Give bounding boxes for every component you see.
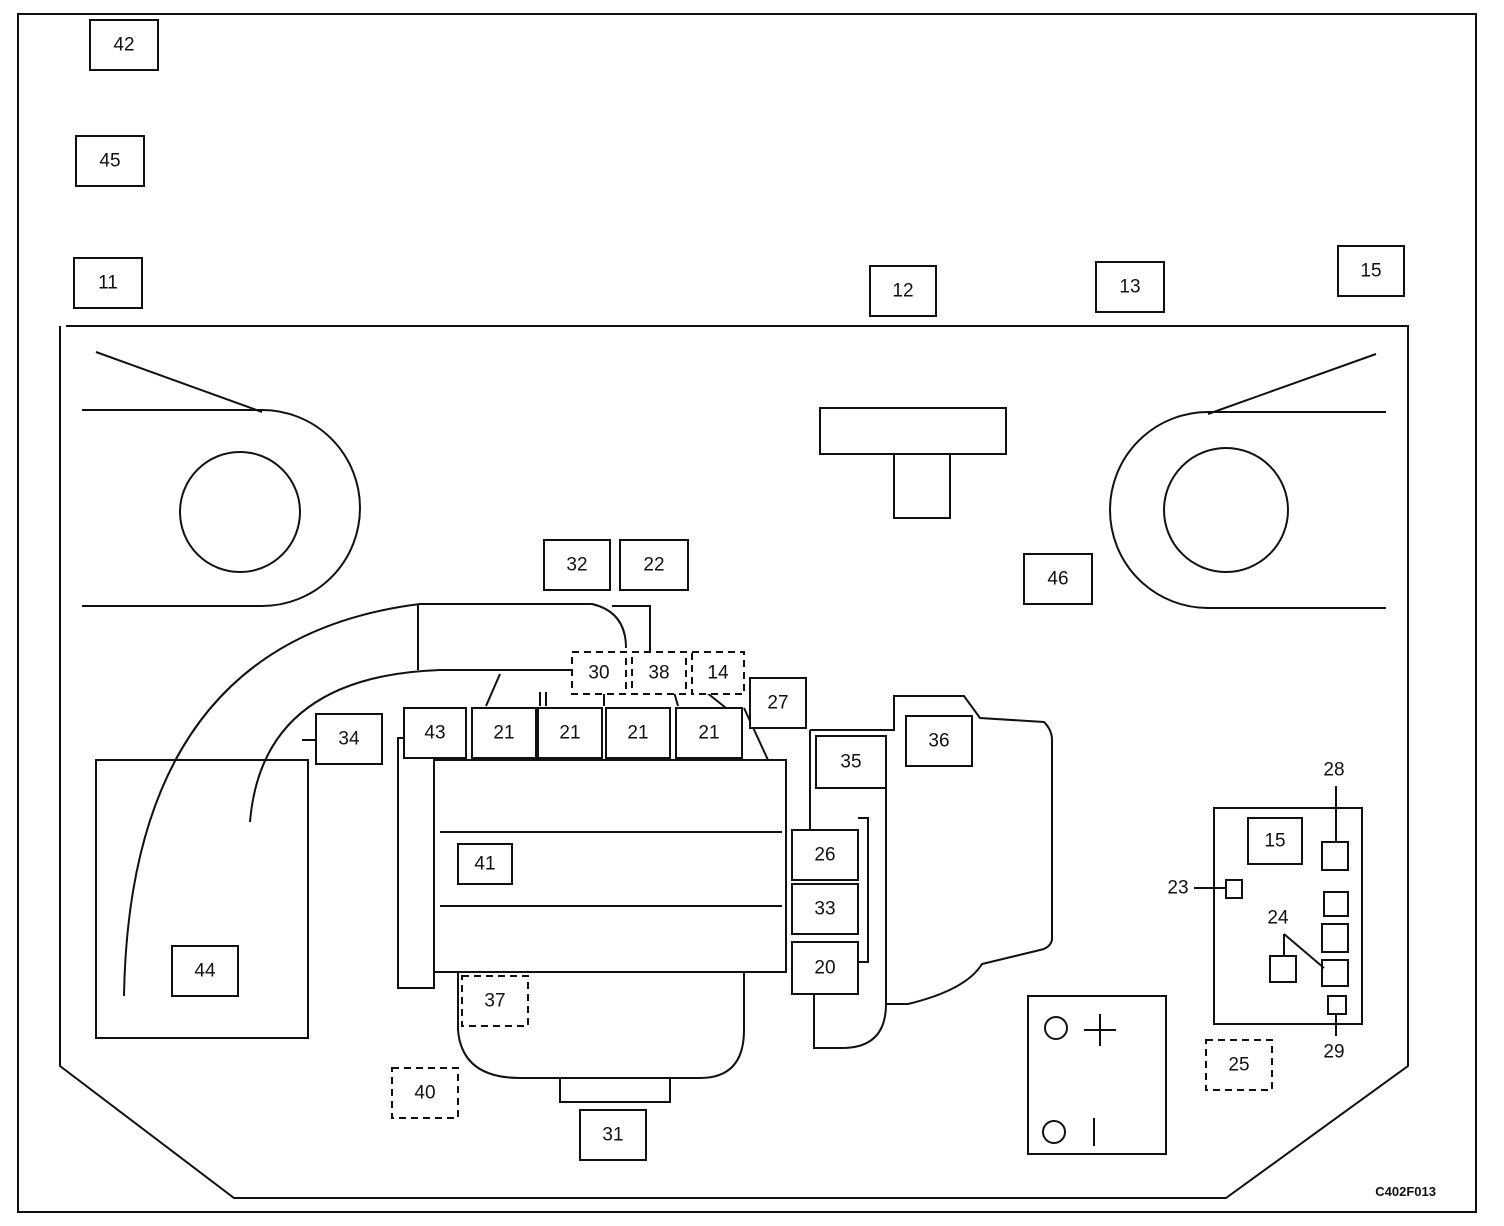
callout-26: 26: [791, 829, 859, 881]
callout-13: 13: [1095, 261, 1165, 313]
callout-22: 22: [619, 539, 689, 591]
callout-29: 29: [1323, 1042, 1344, 1063]
svg-text:38: 38: [648, 663, 669, 684]
svg-text:21: 21: [559, 723, 580, 744]
callout-32: 32: [543, 539, 611, 591]
callout-42: 42: [89, 19, 159, 71]
storage-compartment: [95, 759, 309, 1039]
engine-block: [397, 737, 787, 1103]
callout-44: 44: [171, 945, 239, 997]
callout-33: 33: [791, 883, 859, 935]
svg-text:25: 25: [1228, 1055, 1249, 1076]
svg-text:21: 21: [627, 723, 648, 744]
svg-text:35: 35: [840, 752, 861, 773]
svg-text:42: 42: [113, 35, 134, 56]
svg-text:37: 37: [484, 991, 505, 1012]
svg-text:46: 46: [1047, 569, 1068, 590]
callout-20: 20: [791, 941, 859, 995]
callout-28: 28: [1323, 760, 1344, 781]
svg-text:21: 21: [493, 723, 514, 744]
hose-lines: [123, 603, 769, 997]
svg-text:30: 30: [588, 663, 609, 684]
callout-24: 24: [1267, 908, 1289, 929]
callout-12: 12: [869, 265, 937, 317]
battery: [1027, 995, 1167, 1155]
callout-21-b: 21: [537, 707, 603, 759]
callout-45: 45: [75, 135, 145, 187]
callout-15-panel: 15: [1247, 817, 1303, 865]
svg-text:21: 21: [698, 723, 719, 744]
callout-21-d: 21: [675, 707, 743, 759]
svg-text:12: 12: [892, 281, 913, 302]
callout-15-top: 15: [1337, 245, 1405, 297]
svg-text:44: 44: [194, 961, 216, 982]
callout-25: 25: [1205, 1039, 1273, 1091]
callout-21-a: 21: [471, 707, 537, 759]
left-fairlead: [82, 351, 361, 607]
callout-11: 11: [73, 257, 143, 309]
svg-text:34: 34: [338, 729, 360, 750]
svg-text:45: 45: [99, 151, 120, 172]
callout-34: 34: [315, 713, 383, 765]
callout-30: 30: [571, 651, 627, 695]
callout-27: 27: [749, 677, 807, 729]
svg-text:15: 15: [1264, 831, 1285, 852]
svg-text:33: 33: [814, 899, 835, 920]
control-panel: [1194, 786, 1363, 1036]
right-fairlead: [1109, 353, 1386, 609]
callout-37: 37: [461, 975, 529, 1027]
svg-text:14: 14: [707, 663, 729, 684]
svg-text:36: 36: [928, 731, 949, 752]
figure-code: C402F013: [1375, 1184, 1436, 1199]
callout-36: 36: [905, 715, 973, 767]
svg-text:22: 22: [643, 555, 664, 576]
svg-text:27: 27: [767, 693, 788, 714]
figure-frame: [17, 13, 1477, 1213]
svg-text:15: 15: [1360, 261, 1381, 282]
callout-14: 14: [691, 651, 745, 695]
callout-40: 40: [391, 1067, 459, 1119]
center-mount: [819, 407, 1007, 519]
svg-text:41: 41: [474, 854, 495, 875]
chassis-outline: [59, 325, 1409, 1199]
svg-text:11: 11: [98, 273, 118, 294]
callout-21-c: 21: [605, 707, 671, 759]
svg-text:26: 26: [814, 845, 835, 866]
callout-46: 46: [1023, 553, 1093, 605]
svg-text:32: 32: [566, 555, 587, 576]
svg-text:43: 43: [424, 723, 445, 744]
callout-38: 38: [631, 651, 687, 695]
svg-text:13: 13: [1119, 277, 1140, 298]
callout-31: 31: [579, 1109, 647, 1161]
transmission-housing: [809, 695, 1053, 1049]
callout-43: 43: [403, 707, 467, 759]
callout-35: 35: [815, 735, 887, 789]
svg-text:31: 31: [602, 1125, 623, 1146]
callout-41: 41: [457, 843, 513, 885]
callout-23: 23: [1167, 878, 1188, 899]
svg-text:20: 20: [814, 958, 835, 979]
svg-text:40: 40: [414, 1083, 435, 1104]
